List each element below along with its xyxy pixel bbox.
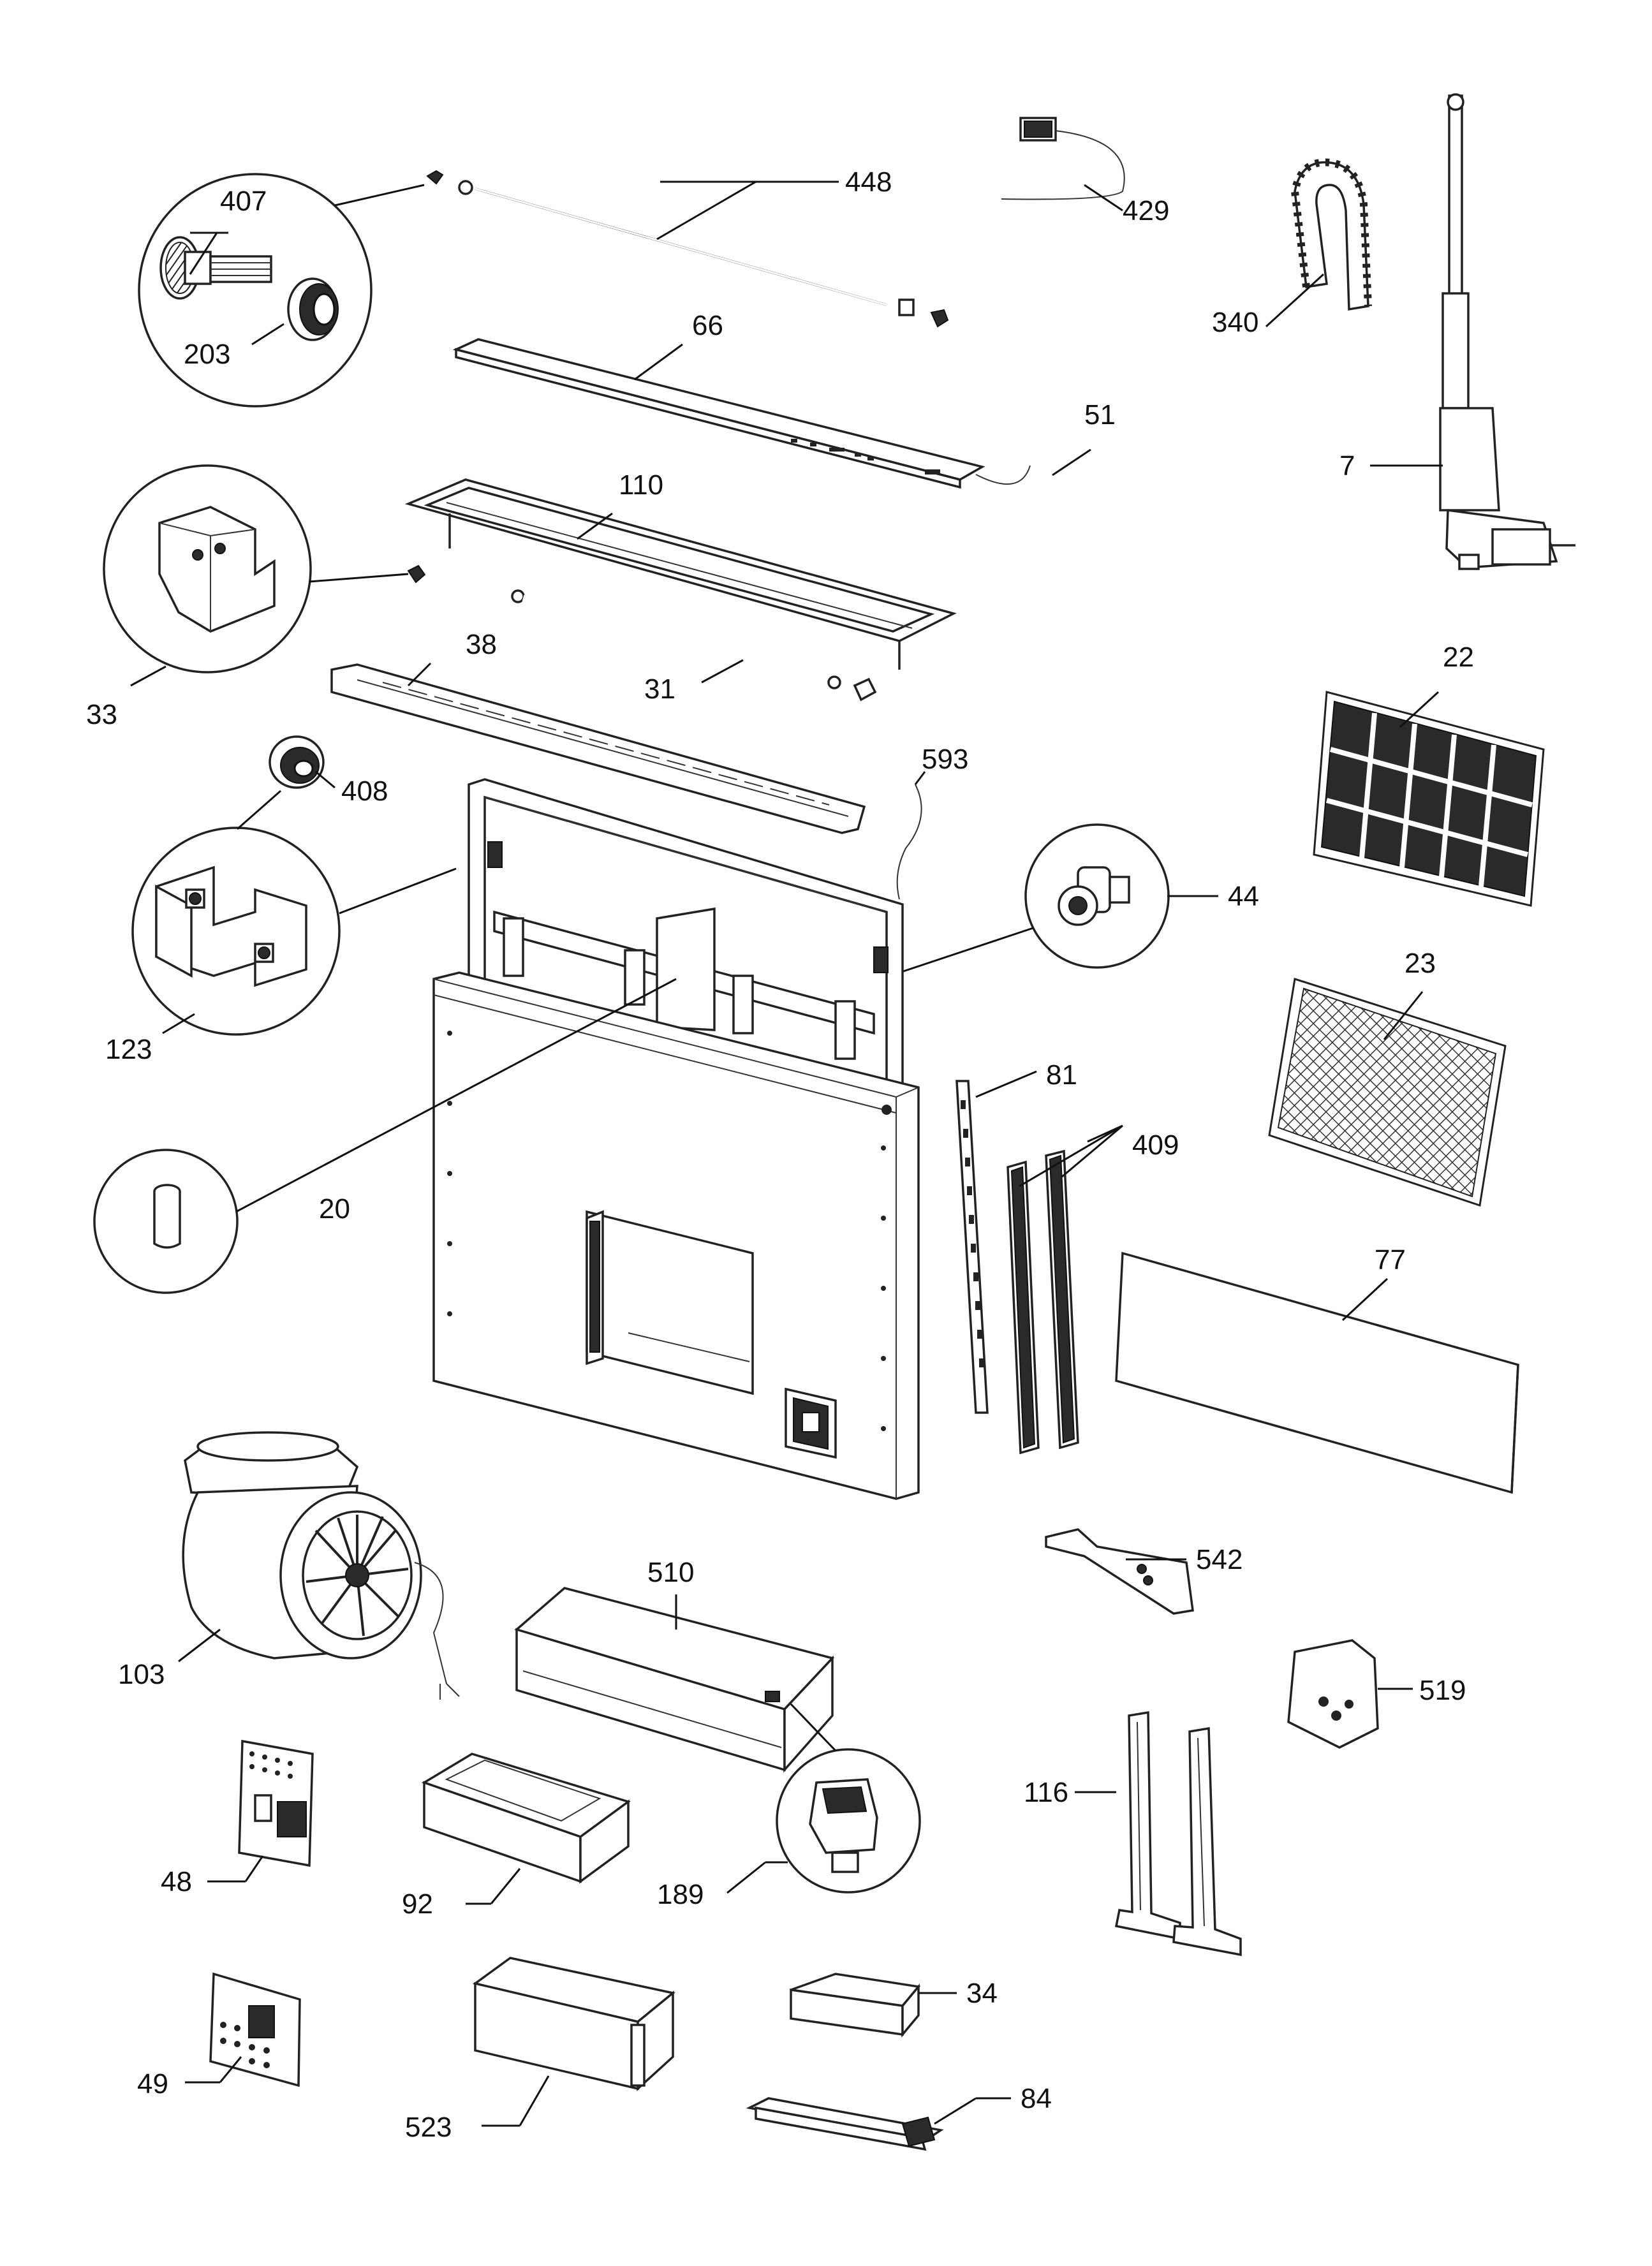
label-110: 110: [619, 469, 663, 501]
part-23-grease-filter: [1268, 978, 1507, 1207]
part-34-ballast: [790, 1973, 921, 2038]
detail-circle-44: [899, 823, 1170, 974]
label-523: 523: [405, 2112, 452, 2143]
label-116: 116: [1024, 1777, 1068, 1808]
part-203-bushing: [287, 277, 339, 341]
label-203: 203: [184, 339, 230, 370]
label-84: 84: [1021, 2083, 1052, 2114]
label-340: 340: [1212, 307, 1258, 338]
detail-circle-189: [776, 1703, 921, 1894]
part-92-electronic-box: [421, 1753, 631, 1884]
label-519: 519: [1419, 1675, 1466, 1706]
label-407: 407: [220, 186, 267, 217]
label-20: 20: [319, 1193, 350, 1225]
leader-lines: [130, 180, 1443, 2127]
label-429: 429: [1123, 195, 1169, 226]
part-409-seals: [1007, 1149, 1079, 1455]
part-510-box: [514, 1587, 835, 1773]
detail-circle-407-203: [138, 173, 425, 408]
part-593-cable: [896, 784, 922, 900]
part-81-rail: [955, 1080, 989, 1414]
label-7: 7: [1339, 450, 1355, 482]
label-189: 189: [657, 1879, 704, 1910]
part-38-light-bar: [330, 663, 866, 834]
label-409: 409: [1132, 1129, 1179, 1161]
label-123: 123: [105, 1034, 152, 1065]
part-542-bracket: [1045, 1528, 1194, 1615]
part-523-box: [472, 1957, 675, 2091]
detail-circle-33: [103, 464, 426, 673]
part-77-panel: [1115, 1251, 1519, 1494]
label-408: 408: [341, 776, 388, 807]
detail-circle-123: [131, 790, 457, 1036]
part-103-blower: [182, 1431, 460, 1700]
label-542: 542: [1196, 1544, 1243, 1575]
label-103: 103: [118, 1659, 165, 1690]
detail-circle-20: [93, 978, 677, 1294]
part-407-gear-shaft: [159, 236, 272, 300]
label-593: 593: [922, 744, 968, 775]
label-77: 77: [1375, 1244, 1406, 1276]
part-labels: 448 429 407 203 66 340 51 7 110 33 38 31…: [86, 166, 1474, 2143]
label-81: 81: [1046, 1059, 1077, 1091]
part-116-brackets: [1114, 1711, 1242, 1957]
label-51: 51: [1084, 399, 1116, 430]
label-38: 38: [466, 629, 497, 660]
label-510: 510: [647, 1557, 694, 1588]
part-519-screw-bag: [1287, 1639, 1379, 1749]
part-429-cable: [1001, 117, 1125, 200]
part-7-linear-actuator: [1439, 93, 1575, 570]
part-main-housing: [432, 778, 920, 1500]
label-22: 22: [1443, 642, 1474, 673]
part-66-control-panel: [452, 338, 1031, 489]
part-31-lamp-tube: [511, 589, 877, 702]
label-92: 92: [402, 1888, 433, 1920]
part-48-pcb: [238, 1739, 314, 1867]
label-23: 23: [1405, 948, 1436, 979]
part-84-ballast: [746, 2097, 944, 2151]
label-66: 66: [692, 310, 723, 341]
part-49-pcb: [209, 1972, 301, 2087]
label-48: 48: [161, 1866, 192, 1897]
part-110-frame: [404, 478, 957, 670]
label-44: 44: [1228, 881, 1259, 912]
part-448-shaft: [426, 170, 949, 328]
label-34: 34: [966, 1978, 998, 2009]
part-22-grease-filter: [1313, 691, 1545, 907]
label-33: 33: [86, 699, 117, 730]
label-49: 49: [137, 2068, 168, 2100]
part-340-drag-chain: [1290, 158, 1372, 311]
label-448: 448: [845, 166, 892, 198]
part-408-pulley: [269, 735, 325, 789]
label-31: 31: [644, 673, 675, 705]
